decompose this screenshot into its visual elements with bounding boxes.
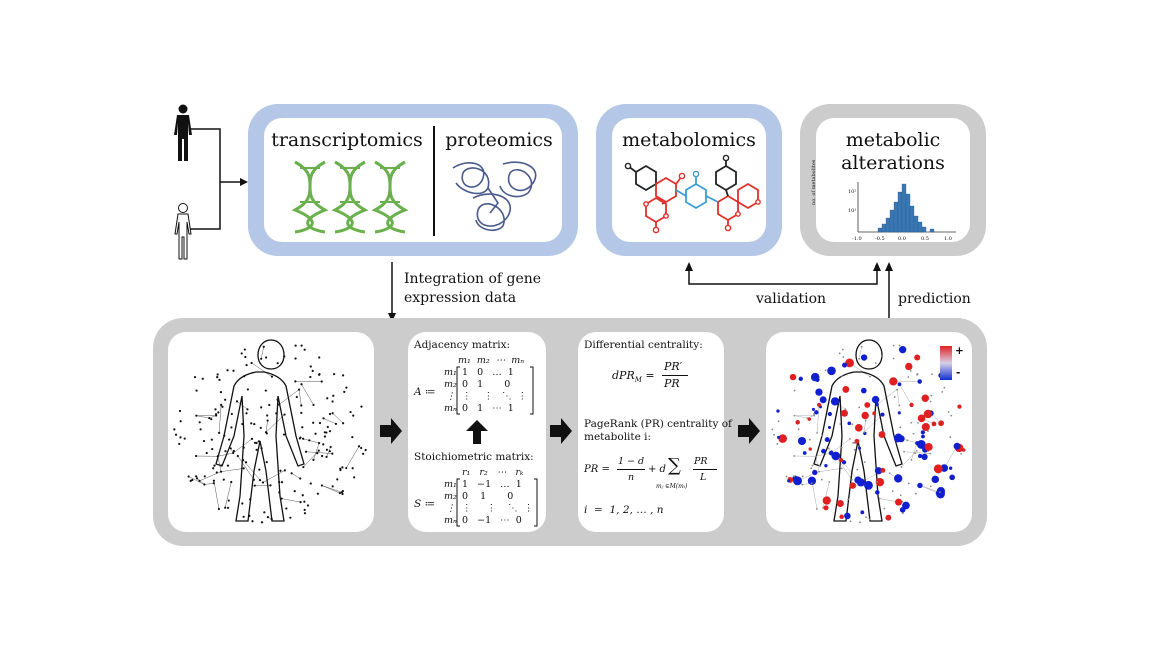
metabolomics-panel-inner [612,118,766,242]
pr-rhs1-num: 1 − d [618,456,645,467]
prediction-label: prediction [898,291,971,307]
pr-title-line2: metabolite i: [584,431,652,443]
adjacency-cell-row-3: ⋮ ⋮ ⋱ ⋮ [462,391,528,402]
adjacency-row-3: ⋮ [446,391,456,402]
hist-ylabel: no. of metabolites [811,159,817,205]
pr-frac2-den: L [700,472,707,483]
adjacency-brackets [456,366,534,415]
integration-label-line1: Integration of gene [404,271,542,287]
network-edges [786,346,958,520]
legend-plus: + [955,345,964,357]
hist-xtick-2: -0.5 [875,236,885,242]
stoich-cell-row-3: ⋮ ⋮ ⋱ ⋮ [462,503,534,514]
omics-divider [433,126,435,236]
stoich-row-1: m₁ [444,479,457,490]
stoich-cols: r₁ r₂ ⋯ rₖ [462,467,524,478]
pr-plus-d: + d [648,464,666,475]
stoich-row-4: mₙ [444,515,457,526]
pr-rhs1-den: n [628,472,635,483]
stoich-brackets [456,478,538,527]
network-nodes [771,344,966,524]
diff-lhs-text: dPR [612,369,635,382]
prediction-arrow [885,262,893,318]
pr-title-line1: PageRank (PR) centrality of [584,418,732,430]
network-panel [168,332,374,532]
diff-centrality-title: Differential centrality: [584,339,703,351]
omics-panel-inner [264,118,562,242]
female-body-icon [174,203,192,260]
adjacency-row-1: m₁ [444,367,457,378]
colorbar-legend [940,346,952,380]
diff-den: PR [664,377,680,390]
adjacency-cell-row-2: 0 1 0 [462,379,511,390]
hist-ytick-1: 10² [848,189,857,195]
pr-frac2-num: PR [694,456,708,467]
flow-arrow-1 [380,418,402,444]
integration-arrow [388,262,396,322]
male-body-icon [174,104,192,161]
alterations-histogram [857,182,956,233]
input-connector [190,128,248,230]
adjacency-title: Adjacency matrix: [414,339,511,351]
up-arrow-icon [466,420,488,444]
result-network-panel [766,332,972,532]
metabolomics-label: metabolomics [622,129,756,151]
pr-frac1-line [617,469,645,470]
transcriptomics-label: transcriptomics [271,129,423,151]
proteomics-label: proteomics [445,129,553,151]
stoich-cell-row-1: 1 −1 … 1 [462,479,522,490]
altered-metabolic-network [771,339,966,524]
adjacency-row-2: m₂ [444,379,457,390]
centrality-panel [578,332,724,532]
adjacency-row-4: mₙ [444,403,457,414]
diff-formula-lhs: dPRM = [612,369,655,385]
human-body-outline [215,339,305,522]
hist-xtick-5: 1.0 [944,236,952,242]
integration-label-line2: expression data [404,290,517,306]
diff-frac-line [662,375,688,376]
network-edges [188,346,360,520]
alterations-label-line2: alterations [841,152,945,174]
flow-arrow-3 [738,418,760,444]
protein-icon [452,161,537,232]
adjacency-cols: m₁ m₂ ⋯ mₙ [458,355,525,366]
network-nodes [173,344,367,524]
molecule-icon [624,154,761,234]
hist-ytick-2: 10¹ [848,208,857,214]
adjacency-symbol: A ≔ [414,386,436,398]
pr-lhs-text: PR [584,464,599,475]
diff-num: PR′ [664,360,683,373]
pr-formula-lhs: PR = [584,464,610,475]
stoich-symbol: S ≔ [414,498,436,510]
validation-label: validation [756,291,827,307]
metabolic-network [173,339,367,524]
alterations-label-line1: metabolic [845,129,941,151]
adjacency-cell-row-4: 0 1 ⋯ 1 [462,403,514,414]
stoich-cell-row-4: 0 −1 ⋯ 0 [462,515,522,526]
index-line: i = 1, 2, … , n [584,504,664,516]
legend-minus: - [956,367,961,379]
adjacency-cell-row-1: 1 0 … 1 [462,367,514,378]
human-body-outline [813,339,903,522]
hist-xtick-3: 0.0 [898,236,906,242]
pr-sum-sub: mⱼ ∈M(mᵢ) [656,483,688,490]
diff-lhs-sub: M [634,376,642,385]
stoich-row-2: m₂ [444,491,457,502]
flow-arrow-2 [550,418,572,444]
dna-icon [291,160,409,234]
pr-sum: ∑ [668,455,681,476]
hist-xtick-1: -1.0 [852,236,862,242]
pr-frac2-line [693,469,717,470]
stoich-title: Stoichiometric matrix: [414,451,534,463]
stoich-cell-row-2: 0 1 0 [462,491,514,502]
validation-arrow [685,262,881,285]
stoich-row-3: ⋮ [446,503,456,514]
hist-xtick-4: 0.5 [921,236,929,242]
